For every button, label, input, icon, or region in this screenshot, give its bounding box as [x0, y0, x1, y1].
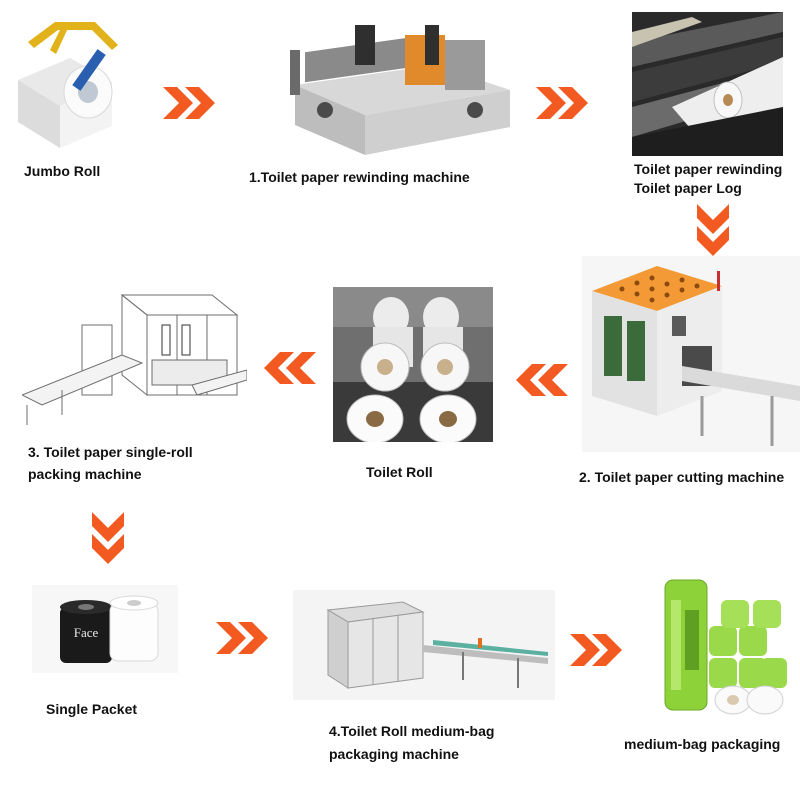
label-line: 1.Toilet paper rewinding machine	[249, 169, 470, 185]
rewinding-machine-image	[285, 15, 517, 160]
label-medium-bag-packaging: medium-bag packaging	[624, 734, 780, 754]
label-line: Toilet paper rewinding	[634, 161, 783, 177]
arrow-left-icon	[512, 364, 568, 396]
label-line: Toilet Roll	[366, 464, 433, 480]
cutting-machine-image	[582, 256, 800, 452]
medium-bag-machine-image	[293, 590, 555, 700]
label-cutting-machine: 2. Toilet paper cutting machine	[579, 467, 784, 487]
single-roll-packing-machine-image	[22, 285, 247, 435]
label-line: medium-bag packaging	[624, 736, 781, 752]
label-line: Jumbo Roll	[24, 163, 101, 179]
arrow-right-icon	[536, 87, 592, 119]
label-jumbo-roll: Jumbo Roll	[24, 161, 100, 181]
label-line: 4.Toilet Roll medium-bag	[329, 723, 495, 739]
label-line: packaging machine	[329, 746, 459, 762]
label-line: 3. Toilet paper single-roll	[28, 444, 193, 460]
arrow-left-icon	[260, 352, 316, 384]
label-line: Toilet paper Log	[634, 180, 742, 196]
label-line: Single Packet	[46, 701, 138, 717]
toilet-roll-image	[333, 287, 493, 442]
label-line: 2. Toilet paper cutting machine	[579, 469, 785, 485]
medium-bag-packaging-image	[651, 570, 791, 718]
jumbo-roll-image	[0, 10, 130, 150]
arrow-right-icon	[163, 87, 219, 119]
paper-log-image	[632, 12, 783, 156]
label-paper-log: Toilet paper rewinding Toilet paper Log	[634, 160, 782, 198]
arrow-right-icon	[216, 622, 272, 654]
arrow-down-icon	[697, 204, 729, 260]
label-toilet-roll: Toilet Roll	[366, 462, 433, 482]
label-single-roll-packing: 3. Toilet paper single-roll packing mach…	[28, 441, 193, 485]
label-rewinding-machine: 1.Toilet paper rewinding machine	[249, 167, 470, 187]
arrow-down-icon	[92, 512, 124, 568]
arrow-right-icon	[570, 634, 626, 666]
label-medium-bag-machine: 4.Toilet Roll medium-bag packaging machi…	[329, 720, 494, 766]
label-single-packet: Single Packet	[46, 699, 137, 719]
packet-brand: Face	[74, 625, 99, 640]
single-packet-image: Face	[32, 585, 178, 673]
label-line: packing machine	[28, 466, 142, 482]
